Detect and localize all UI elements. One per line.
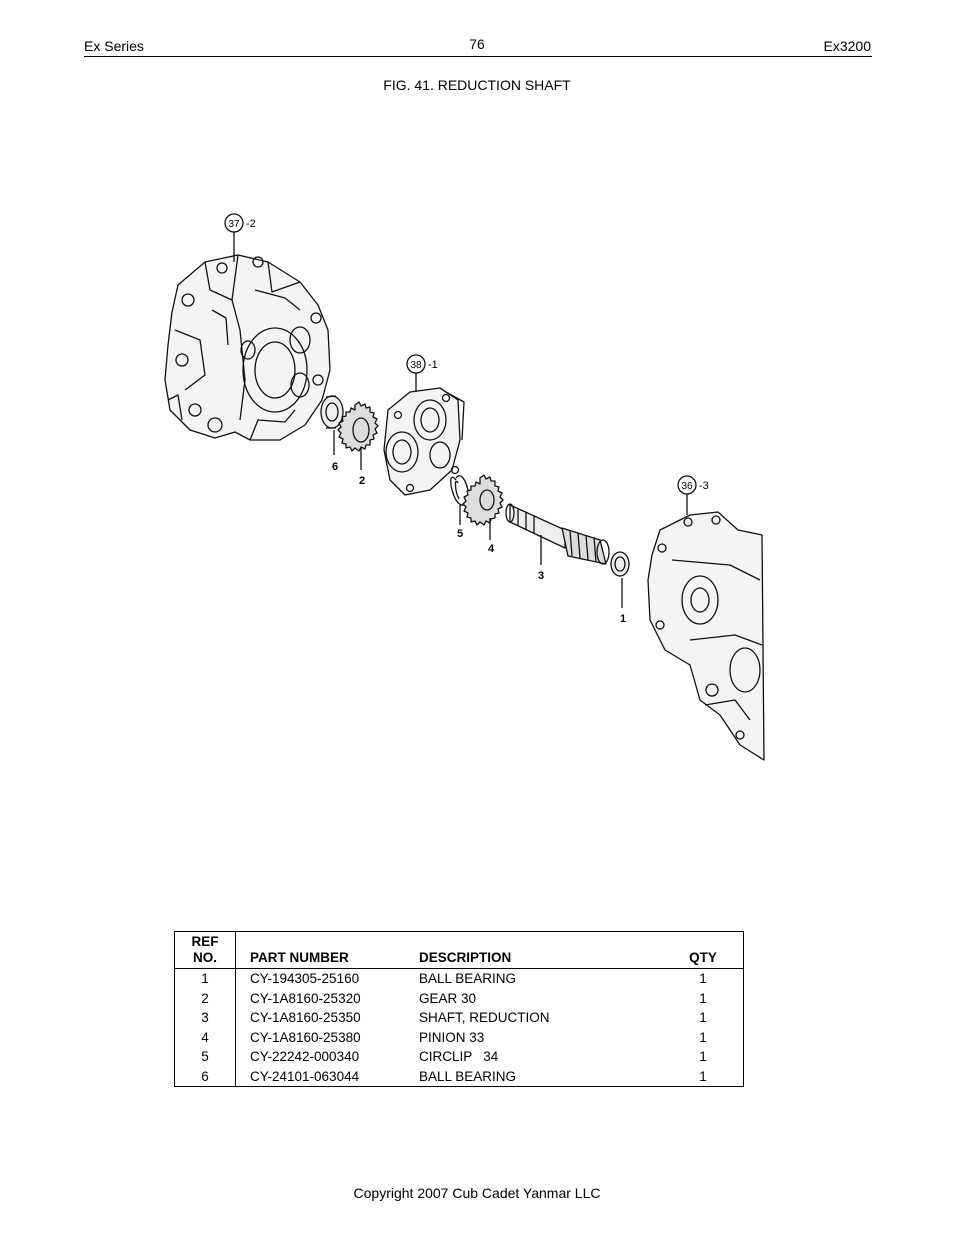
ball-bearing-1-drawing	[610, 551, 630, 577]
part-number-cell: CY-1A8160-25380	[250, 1029, 361, 1045]
qty-header: QTY	[689, 950, 717, 965]
part-label-5: 5	[457, 528, 463, 540]
qty-cell: 1	[699, 971, 707, 986]
reduction-shaft-drawing	[505, 503, 610, 565]
part-label-4: 4	[488, 543, 495, 555]
callout-36: 36	[681, 481, 693, 492]
right-housing-drawing	[647, 511, 765, 761]
table-row: 4 CY-1A8160-25380 PINION 33 1	[174, 1027, 744, 1047]
qty-cell: 1	[699, 1029, 707, 1045]
description-header: DESCRIPTION	[419, 950, 512, 965]
description-cell: CIRCLIP 34	[419, 1049, 499, 1064]
description-cell: PINION 33	[419, 1029, 485, 1045]
qty-cell: 1	[699, 1049, 707, 1064]
part-number-cell: CY-1A8160-25350	[250, 1010, 361, 1025]
ball-bearing-6-drawing	[320, 395, 344, 429]
ref-header-line2: NO.	[192, 950, 217, 965]
gear-30-drawing	[337, 401, 379, 452]
qty-cell: 1	[699, 1010, 707, 1025]
part-label-2: 2	[359, 475, 365, 487]
table-row: 1 CY-194305-25160 BALL BEARING 1	[174, 968, 744, 989]
exploded-parts-diagram: 37 38 36 -2 -1 -3 6 2 5 4 3 1	[164, 213, 765, 761]
callout-38: 38	[410, 360, 422, 371]
header-series: Ex Series	[84, 38, 144, 54]
description-cell: BALL BEARING	[419, 971, 517, 986]
pinion-33-drawing	[462, 474, 504, 526]
table-row: 6 CY-24101-063044 BALL BEARING 1	[174, 1066, 744, 1087]
table-row: 5 CY-22242-000340 CIRCLIP 34 1	[174, 1047, 744, 1067]
part-number-cell: CY-24101-063044	[250, 1068, 360, 1084]
ref-cell: 6	[174, 1066, 236, 1087]
ref-cell: 1	[174, 968, 236, 989]
callout-38-suffix: -1	[428, 359, 438, 371]
header-rule	[84, 56, 872, 57]
callout-37-suffix: -2	[246, 218, 256, 230]
left-housing-drawing	[164, 254, 331, 441]
table-row: 3 CY-1A8160-25350 SHAFT, REDUCTION 1	[174, 1008, 744, 1028]
table-row: 2 CY-1A8160-25320 GEAR 30 1	[174, 988, 744, 1008]
cover-plate-drawing	[383, 387, 465, 496]
ref-no-header: REF NO.	[174, 931, 236, 969]
description-cell: SHAFT, REDUCTION	[419, 1010, 550, 1025]
qty-cell: 1	[699, 1068, 707, 1084]
part-number-cell: CY-194305-25160	[250, 971, 360, 986]
header-model: Ex3200	[823, 38, 871, 54]
table-header-row: REF NO. PART NUMBER DESCRIPTION QTY	[174, 931, 744, 969]
figure-title: FIG. 41. REDUCTION SHAFT	[383, 77, 571, 93]
part-label-3: 3	[538, 570, 544, 582]
description-cell: GEAR 30	[419, 990, 477, 1006]
part-number-cell: CY-22242-000340	[250, 1049, 360, 1064]
callout-36-suffix: -3	[699, 480, 709, 492]
description-cell: BALL BEARING	[419, 1068, 517, 1084]
parts-list-table: REF NO. PART NUMBER DESCRIPTION QTY 1 CY…	[174, 931, 744, 1087]
part-label-6: 6	[332, 461, 338, 473]
part-number-header: PART NUMBER	[250, 950, 349, 965]
copyright-footer: Copyright 2007 Cub Cadet Yanmar LLC	[353, 1185, 601, 1201]
ref-cell: 5	[174, 1047, 236, 1067]
callout-37: 37	[228, 219, 240, 230]
ref-cell: 3	[174, 1008, 236, 1028]
part-label-1: 1	[620, 613, 626, 625]
ref-cell: 2	[174, 988, 236, 1008]
ref-header-line1: REF	[191, 934, 219, 949]
ref-cell: 4	[174, 1027, 236, 1047]
page-number: 76	[469, 36, 485, 52]
part-number-cell: CY-1A8160-25320	[250, 990, 361, 1006]
qty-cell: 1	[699, 990, 707, 1006]
